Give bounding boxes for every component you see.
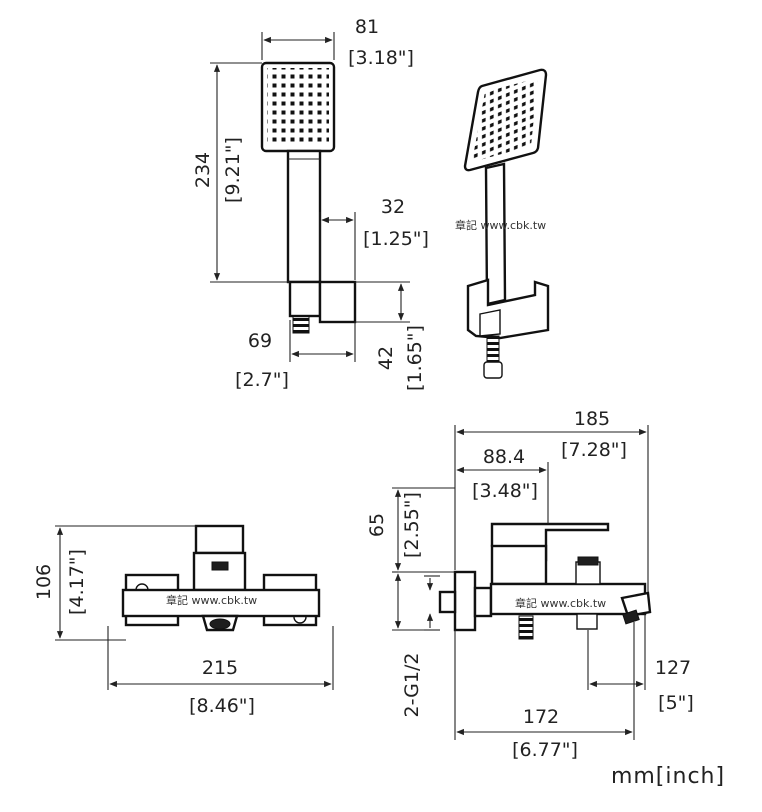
dim-side-total-in: [7.28"] bbox=[561, 439, 627, 461]
dim-side-height-mm: 65 bbox=[366, 513, 388, 537]
hose-thread bbox=[292, 315, 310, 334]
side-aerator bbox=[622, 609, 640, 625]
watermark-3: 章記 www.cbk.tw bbox=[515, 596, 606, 610]
dim-holder-depth-mm: 69 bbox=[248, 330, 272, 352]
dim-side-total-mm: 185 bbox=[574, 408, 610, 430]
iso-hose-thread bbox=[486, 335, 500, 363]
dim-hand-height-mm: 234 bbox=[192, 152, 214, 188]
iso-hose-nut bbox=[483, 361, 503, 379]
dim-hand-width-in: [3.18"] bbox=[348, 47, 414, 69]
watermark-2: 章記 www.cbk.tw bbox=[166, 593, 257, 607]
nozzle-grid bbox=[267, 68, 329, 146]
hand-shower-isometric-view bbox=[463, 68, 550, 379]
dim-hand-height-in: [9.21"] bbox=[222, 137, 244, 203]
side-diverter-cap bbox=[577, 556, 599, 566]
dim-holder-height-mm: 42 bbox=[375, 346, 397, 370]
dim-front-width-in: [8.46"] bbox=[189, 695, 255, 717]
handle bbox=[286, 149, 322, 284]
side-valve bbox=[490, 544, 548, 586]
dim-holder-width-mm: 32 bbox=[381, 196, 405, 218]
dim-holder-height-in: [1.65"] bbox=[404, 325, 426, 391]
dim-side-spout-in: [5"] bbox=[658, 692, 694, 714]
dim-front-height-mm: 106 bbox=[33, 564, 55, 600]
side-wall-flange bbox=[453, 570, 477, 632]
dim-side-handle-mm: 88.4 bbox=[483, 446, 525, 468]
dim-side-depth-mm: 172 bbox=[523, 706, 559, 728]
dim-side-height-in: [2.55"] bbox=[401, 492, 423, 558]
hand-shower-front-view bbox=[260, 61, 357, 334]
side-hose-thread bbox=[518, 615, 534, 640]
watermark-1: 章記 www.cbk.tw bbox=[455, 218, 546, 232]
dim-hand-width-mm: 81 bbox=[355, 16, 379, 38]
side-body bbox=[489, 582, 647, 616]
dim-holder-depth-in: [2.7"] bbox=[235, 369, 289, 391]
dim-front-width-mm: 215 bbox=[202, 657, 238, 679]
dim-side-handle-in: [3.48"] bbox=[472, 480, 538, 502]
valve-housing bbox=[192, 551, 247, 592]
lever-handle bbox=[194, 524, 245, 555]
wall-holder bbox=[318, 280, 357, 324]
mixer-body-bar bbox=[121, 588, 321, 618]
dim-connection: 2-G1/2 bbox=[401, 653, 423, 718]
side-outlet bbox=[576, 613, 598, 630]
diverter-knob bbox=[211, 561, 229, 571]
dim-front-height-in: [4.17"] bbox=[66, 549, 88, 615]
iso-handle bbox=[484, 162, 507, 306]
spout-aerator bbox=[209, 618, 231, 630]
dim-side-spout-mm: 127 bbox=[655, 657, 691, 679]
dim-holder-width-in: [1.25"] bbox=[363, 228, 429, 250]
side-wall-pipe bbox=[438, 590, 457, 614]
side-nut bbox=[473, 586, 493, 618]
mixer-front-view bbox=[121, 524, 321, 632]
iso-nozzle-grid bbox=[472, 78, 538, 162]
side-spout bbox=[620, 591, 652, 618]
mixer-side-view bbox=[438, 522, 652, 640]
dim-side-depth-in: [6.77"] bbox=[512, 739, 578, 761]
holder-neck bbox=[288, 280, 322, 318]
units-label: mm[inch] bbox=[611, 764, 725, 789]
